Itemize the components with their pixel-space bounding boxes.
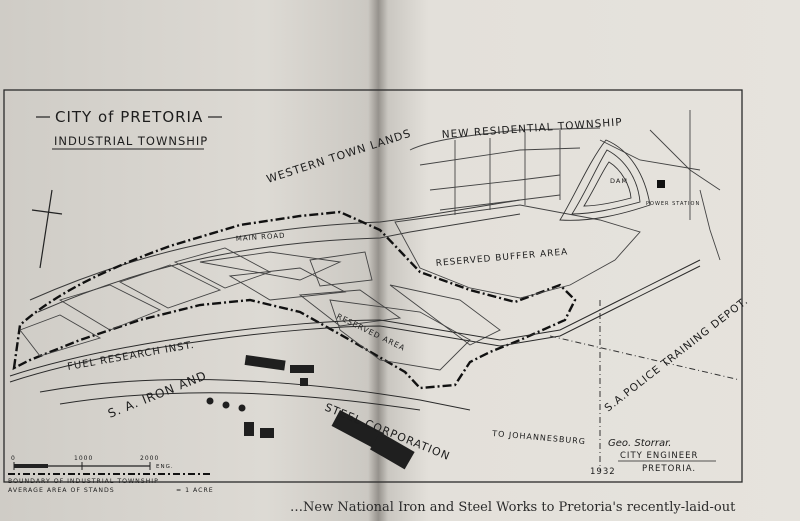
right-page [378,0,800,521]
main-road [29,199,521,313]
scale-tick-2000: 2000 [140,455,159,462]
western-town-lands-label: WESTERN TOWN LANDS [265,127,413,186]
scale-bar [13,462,151,470]
engineer-title: CITY ENGINEER [620,451,698,461]
residential-streets [409,110,721,261]
legend-acre: = 1 ACRE [176,487,214,494]
engineer-name: Geo. Storrar. [608,438,672,449]
township-boundary [12,210,577,390]
street-blocks-west [19,247,402,357]
scale-tick-0: 0 [11,455,16,462]
engineer-city: PRETORIA. [642,464,696,474]
police-depot-boundary [549,300,741,470]
police-depot-label: S.A.POLICE TRAINING DEPOT. [602,295,750,415]
railway-lines [9,259,701,411]
power-station-marker [657,180,665,188]
power-station-label: POWER STATION [646,201,700,207]
fuel-research-label: FUEL RESEARCH INST. [67,340,196,373]
map-subtitle: INDUSTRIAL TOWNSHIP [54,134,208,148]
legend-average-area: AVERAGE AREA OF STANDS [8,487,115,494]
reserved-area-label: RESERVED AREA [335,312,407,353]
book-gutter [368,0,388,521]
dam-label: DAM [610,177,628,185]
dam-contours [559,139,651,221]
map-year: 1932 [590,467,616,477]
left-page [0,0,380,521]
scale-tick-1000: 1000 [74,455,93,462]
reserved-buffer-label: RESERVED BUFFER AREA [435,247,568,269]
map-frame [3,89,743,483]
sa-iron-label: S. A. IRON AND [106,368,209,420]
to-johannesburg-label: TO JOHANNESBURG [491,429,587,446]
legend-boundary: BOUNDARY OF INDUSTRIAL TOWNSHIP [8,478,159,485]
scale-unit: ENG. [156,464,174,470]
page-footer-text: …New National Iron and Steel Works to Pr… [290,500,736,515]
north-arrow [31,189,63,269]
new-residential-label: NEW RESIDENTIAL TOWNSHIP [441,116,623,141]
map-title: CITY of PRETORIA [55,108,203,126]
main-road-label: MAIN ROAD [236,232,286,243]
buffer-area-outline [394,204,641,299]
steel-works-buildings [206,355,415,470]
reserved-area-blocks [329,284,501,371]
